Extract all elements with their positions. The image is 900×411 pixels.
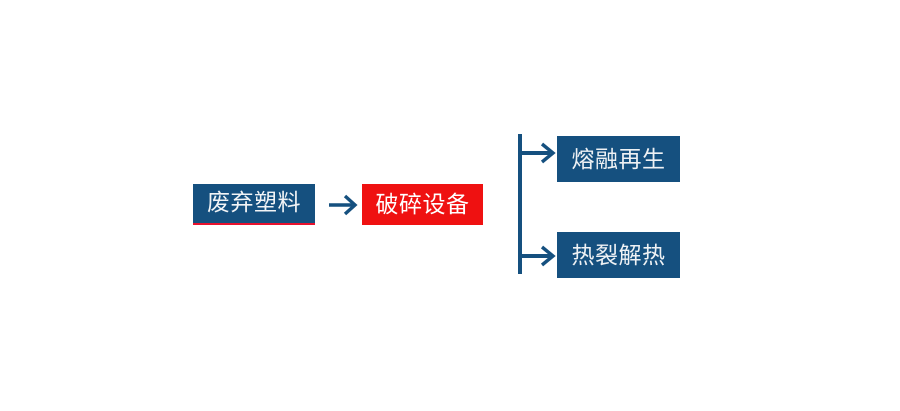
node-melt-regeneration-label: 熔融再生 <box>571 145 666 172</box>
node-crushing-equipment[interactable]: 破碎设备 <box>362 184 483 225</box>
arrow-right-icon <box>326 191 360 219</box>
branch-arrow-right-icon <box>512 128 560 280</box>
node-crushing-equipment-label: 破碎设备 <box>375 191 470 217</box>
node-waste-plastic-label: 废弃塑料 <box>207 189 301 215</box>
node-pyrolysis-heat-label: 热裂解热 <box>571 241 666 268</box>
node-waste-plastic[interactable]: 废弃塑料 <box>193 184 315 225</box>
node-pyrolysis-heat[interactable]: 热裂解热 <box>557 232 680 278</box>
node-melt-regeneration[interactable]: 熔融再生 <box>557 136 680 182</box>
